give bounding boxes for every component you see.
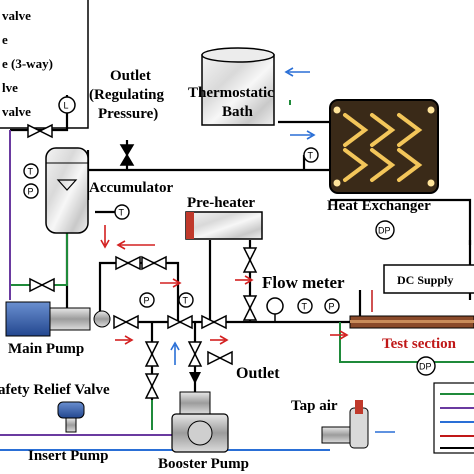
main-pump [5, 301, 111, 337]
flow-arrows [100, 67, 395, 433]
diff-pressure-sensor-icon: DP [416, 356, 436, 376]
svg-text:DP: DP [378, 226, 391, 236]
legend-item: e (3-way) [2, 56, 53, 71]
safety-relief-label: afety Relief Valve [0, 382, 110, 398]
temperature-sensor-icon: T [297, 298, 313, 314]
gate-valve-icon [207, 350, 233, 366]
valves [27, 123, 258, 399]
heat-exchanger [329, 99, 439, 194]
accumulator [45, 147, 89, 234]
accumulator-label: Accumulator [89, 180, 173, 196]
regulating-valve-icon [119, 144, 135, 166]
safety-relief-valve-icon [189, 372, 201, 392]
regulating-label: (Regulating [89, 87, 165, 103]
bath-label: Bath [222, 104, 254, 120]
temperature-sensor-icon: T [23, 163, 39, 179]
dc-supply-label: DC Supply [397, 273, 453, 287]
pre-heater [185, 211, 263, 240]
gate-valve-icon [144, 373, 160, 399]
level-sensor-icon: L [58, 96, 76, 114]
svg-text:DP: DP [419, 362, 432, 372]
svg-text:P: P [144, 296, 150, 306]
dc-supply [371, 264, 474, 312]
gate-valve-icon [29, 277, 55, 293]
heat-exchanger-label: Heat Exchanger [327, 198, 431, 214]
temperature-sensor-icon: T [178, 292, 194, 308]
insert-pump [57, 401, 85, 433]
pressure-sensor-icon: P [139, 292, 155, 308]
flow-meter-icon [266, 297, 284, 322]
three-way-valve-icon [201, 314, 227, 330]
legend-item: e [2, 32, 8, 47]
flow-meter-label: Flow meter [262, 273, 345, 292]
svg-text:P: P [329, 302, 335, 312]
legend-item: lve [2, 80, 18, 95]
temperature-sensor-icon: T [303, 147, 319, 163]
svg-text:P: P [28, 187, 34, 197]
preheater-label: Pre-heater [187, 195, 255, 211]
tap-air [321, 400, 369, 449]
temperature-sensor-icon: T [114, 204, 130, 220]
svg-text:T: T [183, 296, 189, 306]
gate-valve-icon [242, 247, 258, 273]
pressure-label: Pressure) [98, 106, 158, 122]
svg-text:T: T [28, 167, 34, 177]
gate-valve-icon [141, 255, 167, 271]
gate-valve-icon [113, 314, 139, 330]
gate-valve-icon [144, 341, 160, 367]
legend-box: valve e e (3-way) lve valve [0, 0, 89, 129]
booster-pump [171, 391, 229, 453]
outlet-bottom-label: Outlet [236, 365, 280, 382]
line-legend [433, 382, 474, 454]
legend-item: valve [2, 104, 31, 119]
test-section-label: Test section [382, 336, 457, 352]
diff-pressure-sensor-icon: DP [375, 220, 395, 240]
gate-valve-icon [27, 123, 53, 139]
test-section-tube [349, 315, 474, 329]
svg-text:L: L [64, 101, 69, 111]
svg-text:T: T [302, 302, 308, 312]
legend-item: valve [2, 8, 31, 23]
thermostatic-bath [201, 47, 275, 126]
thermostatic-label: Thermostatic [188, 85, 274, 101]
svg-text:T: T [119, 208, 125, 218]
outlet-label: Outlet [110, 68, 151, 84]
instruments: T P T T DP P T T [23, 147, 436, 376]
pressure-sensor-icon: P [23, 183, 39, 199]
svg-text:T: T [308, 151, 314, 161]
tap-air-label: Tap air [291, 398, 338, 414]
insert-pump-label: Insert Pump [28, 448, 108, 464]
pressure-sensor-icon: P [324, 298, 340, 314]
gate-valve-icon [187, 341, 203, 367]
gate-valve-icon [115, 255, 141, 271]
gate-valve-icon [167, 314, 193, 330]
gate-valve-icon [242, 295, 258, 321]
booster-pump-label: Booster Pump [158, 456, 249, 472]
main-pump-label: Main Pump [8, 341, 84, 357]
